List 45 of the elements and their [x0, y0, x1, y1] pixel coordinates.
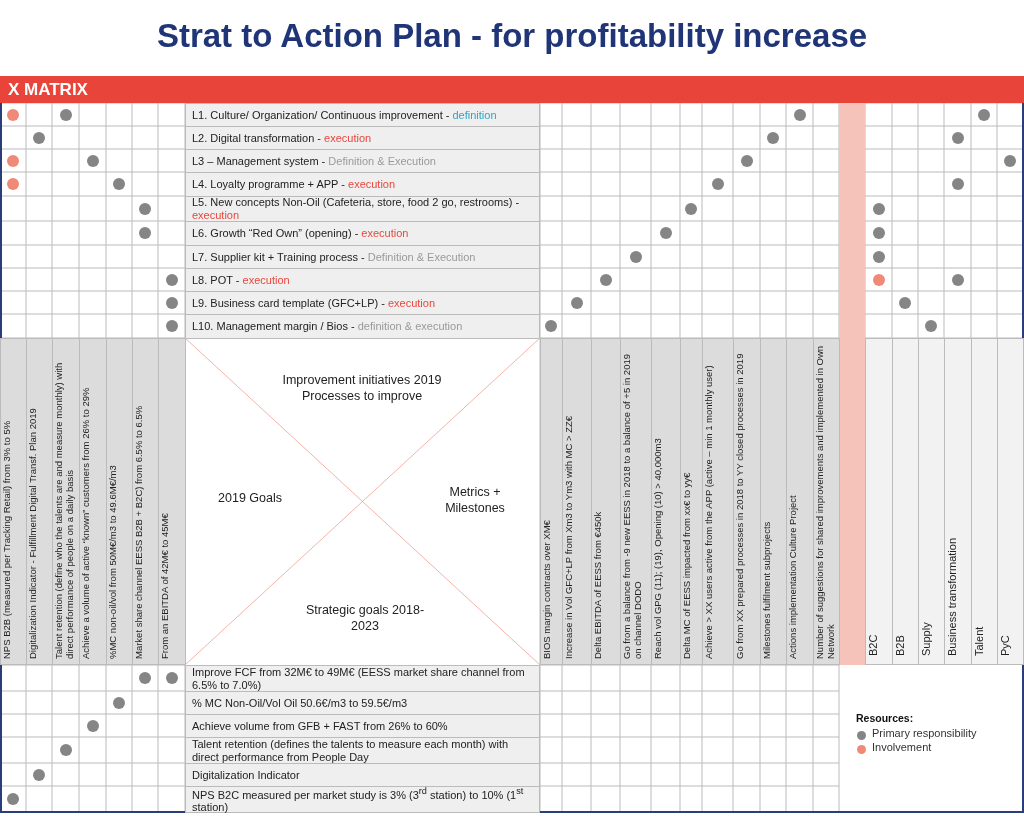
initiative-row-header: L7. Supplier kit + Training process - Definition & Execution [185, 245, 540, 269]
initiative-row-header: L4. Loyalty programme + APP - execution [185, 172, 540, 197]
strategic-goal-row-header: Talent retention (defines the talents to measure each month) with direct performance from People Day [185, 737, 540, 764]
strategic-goal-row-header: % MC Non-Oil/Vol Oil 50.6€/m3 to 59.5€/m3 [185, 691, 540, 715]
resource-column-header: Supply [918, 338, 945, 665]
metric-column-header: Delta MC of EESS impacted from xx€ to yy€ [680, 338, 703, 665]
metric-column-header: Go from XX prepared processes in 2018 to YY closed processes in 2019 [733, 338, 761, 665]
goal-column-header: Achieve a volume of active “known” customers from 26% to 29% [79, 338, 107, 665]
legend-label: Involvement [872, 741, 933, 753]
resource-column-header: Talent [971, 338, 998, 665]
strategic-goal-row-header: Improve FCF from 32M€ to 49M€ (EESS market share channel from 6.5% to 7.0%) [185, 665, 540, 692]
resource-column-header: B2C [865, 338, 893, 665]
initiative-row-header: L10. Management margin / Bios - definition & execution [185, 314, 540, 339]
resource-column-header: PyC [997, 338, 1024, 665]
initiative-row-header: L3 – Management system - Definition & Execution [185, 149, 540, 173]
strategic-goal-row-header: Achieve volume from GFB + FAST from 26% to 60% [185, 714, 540, 738]
goal-column-header: NPS B2B (measured per Tracking Retail) from 3% to 5% [0, 338, 27, 665]
initiative-row-header: L9. Business card template (GFC+LP) - execution [185, 291, 540, 315]
matrix-header-bar: X MATRIX [0, 76, 1024, 103]
goal-column-header: Market share channel EESS B2B + B2C) from 6.5% to 6.5% [132, 338, 159, 665]
metric-column-header: Reach vol GPG (11); (19), Opening (10) > 40,000m3 [651, 338, 681, 665]
goal-column-header: %MC non-oil/vol from 50M€/m3 to 49.6M€/m3 [106, 338, 133, 665]
metric-column-header: Go from a balance from -9 new EESS in 2018 to a balance of +5 in 2019 on channel DODO [620, 338, 652, 665]
initiative-row-header: L8. POT - execution [185, 268, 540, 292]
initiative-row-header: L6. Growth “Red Own” (opening) - execution [185, 221, 540, 246]
legend-title: Resources: [856, 712, 915, 724]
initiative-row-header: L1. Culture/ Organization/ Continuous improvement - definition [185, 103, 540, 127]
initiative-row-header: L2. Digital transformation - execution [185, 126, 540, 150]
initiative-row-header: L5. New concepts Non-Oil (Cafeteria, store, food 2 go, restrooms) - execution [185, 196, 540, 222]
goal-column-header: Talent retention (define who the talents are and measure monthly) with direct performance of people on a daily basis [52, 338, 80, 665]
goal-column-header: From an EBITDA of 42M€ to 45M€ [158, 338, 186, 665]
metric-column-header: Achieve > XX users active from the APP (active – min 1 monthly user) [702, 338, 734, 665]
metric-column-header: Actions implementation Culture Project [786, 338, 814, 665]
resource-column-header: B2B [892, 338, 919, 665]
metric-column-header: Delta EBITDA of EESS from €450k [591, 338, 621, 665]
legend-label: Primary responsibility [872, 727, 978, 739]
goal-column-header: Digitalization Indicator - Fulfillment Digital Transf. Plan 2019 [26, 338, 53, 665]
strategic-goal-row-header: Digitalization Indicator [185, 763, 540, 787]
metric-column-header: Increase in Vol GFC+LP from Xm3 to Ym3 with MC > ZZ€ [562, 338, 592, 665]
strategic-goal-row-header: NPS B2C measured per market study is 3% (3$^{rd}$ station) to 10% (1$^{st}$ station) [185, 786, 540, 813]
diagram-title: Strat to Action Plan - for profitability increase [155, 16, 869, 56]
metric-column-header: Number of suggestions for shared improvements and implemented in Own Network [813, 338, 840, 665]
metric-column-header: Milestones fulfilment subprojects [760, 338, 787, 665]
metric-column-header: BIOS margin contracts over XM€ [540, 338, 563, 665]
resource-column-header: Business transformation [944, 338, 972, 665]
